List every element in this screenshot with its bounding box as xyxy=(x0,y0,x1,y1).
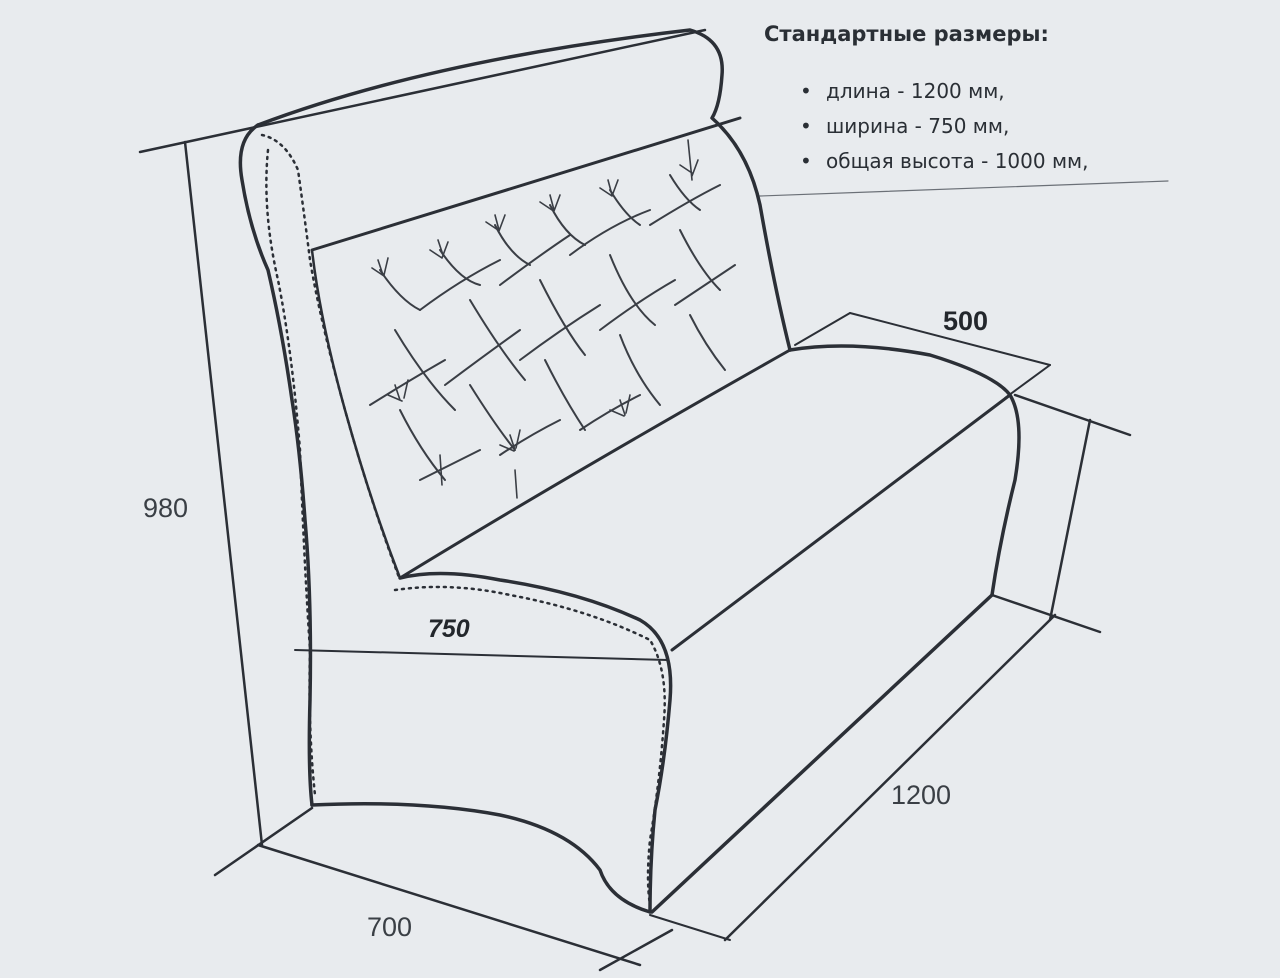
side-front-seam xyxy=(265,148,317,797)
side-panel-seam xyxy=(260,133,402,582)
top-reference-line xyxy=(138,28,707,154)
length-dim-line xyxy=(723,613,1057,942)
backrest-panel-bottom xyxy=(398,348,792,580)
specs-title: Стандартные размеры: xyxy=(764,22,1049,46)
seat-right-front xyxy=(990,393,1021,597)
specs-list: длина - 1200 мм, ширина - 750 мм, общая … xyxy=(764,74,1089,179)
height-dimension-line xyxy=(183,140,264,847)
backrest-outline xyxy=(256,28,792,352)
spec-width: ширина - 750 мм, xyxy=(800,109,1089,144)
base-depth-dim-left xyxy=(213,806,314,877)
dim-width-label: 750 xyxy=(428,615,470,643)
right-bottom-extension xyxy=(990,593,1102,634)
seat-side-curve xyxy=(398,571,673,914)
backrest-roll-line xyxy=(310,116,742,252)
spec-height: общая высота - 1000 мм, xyxy=(800,144,1088,179)
width-dim-line xyxy=(294,649,669,661)
backrest-panel-left xyxy=(310,248,402,580)
seat-depth-dim-line xyxy=(794,312,851,346)
right-vertical-dim xyxy=(1048,418,1092,622)
dim-base-depth-label: 700 xyxy=(367,912,413,942)
dim-length-label: 1200 xyxy=(891,780,952,810)
spec-length: длина - 1200 мм, xyxy=(800,74,1089,109)
base-bottom-edge xyxy=(650,593,994,914)
dim-height-label: 980 xyxy=(143,493,189,523)
length-dim-foot xyxy=(649,914,731,941)
dim-seat-depth-label: 500 xyxy=(943,306,989,336)
standard-sizes-block: Стандартные размеры: длина - 1200 мм, ши… xyxy=(764,22,1089,179)
side-panel-bottom xyxy=(310,802,652,914)
base-depth-dim-main xyxy=(256,843,642,967)
seat-side-seam xyxy=(393,585,666,907)
base-depth-dim-right xyxy=(598,928,674,972)
seat-top xyxy=(788,344,1012,397)
seat-depth-dim-main xyxy=(849,312,1051,366)
tufting-pattern xyxy=(369,139,736,499)
right-top-extension xyxy=(1013,393,1132,437)
specs-divider-line xyxy=(759,180,1169,197)
seat-front-edge xyxy=(670,393,1012,652)
seat-depth-dim-end xyxy=(1004,364,1051,399)
